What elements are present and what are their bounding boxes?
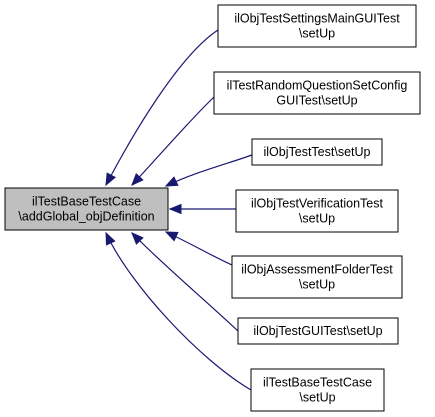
arrow-head-5: [164, 231, 179, 242]
caller-node-4[interactable]: ilObjTestVerificationTest\setUp: [235, 189, 399, 233]
arrow-head-6: [131, 232, 144, 245]
target-node: ilTestBaseTestCase\addGlobal_objDefiniti…: [4, 187, 169, 231]
caller-node-6-label-line-1: ilObjTestGUITest\setUp: [253, 324, 382, 338]
call-edge-7: [105, 232, 252, 391]
caller-node-1[interactable]: ilObjTestSettingsMainGUITest\setUp: [217, 4, 417, 48]
arrow-head-4: [168, 203, 182, 215]
caller-node-6-box: [237, 317, 399, 345]
call-edge-1: [105, 29, 219, 186]
arrow-head-1: [105, 172, 117, 187]
caller-node-3-box: [251, 138, 383, 166]
arrow-head-7: [105, 231, 116, 246]
caller-node-3[interactable]: ilObjTestTest\setUp: [251, 138, 383, 166]
caller-node-2-box: [213, 71, 421, 115]
call-edge-6: [131, 232, 239, 332]
caller-node-1-label-line-1: ilObjTestSettingsMainGUITest: [234, 12, 400, 26]
caller-node-5-box: [231, 255, 403, 299]
caller-node-5[interactable]: ilObjAssessmentFolderTest\setUp: [231, 255, 403, 299]
call-edge-3: [165, 154, 253, 187]
caller-node-4-box: [235, 189, 399, 233]
caller-node-7-label-line-2: \setUp: [299, 391, 335, 405]
graph-nodes: ilTestBaseTestCase\addGlobal_objDefiniti…: [4, 4, 421, 412]
caller-node-7[interactable]: ilTestBaseTestCase\setUp: [250, 368, 385, 412]
call-edges: [105, 29, 253, 391]
caller-node-5-label-line-2: \setUp: [299, 278, 335, 292]
caller-node-5-label-line-1: ilObjAssessmentFolderTest: [241, 263, 393, 277]
target-node-box: [4, 187, 169, 231]
target-node-label-line-1: ilTestBaseTestCase: [32, 195, 141, 209]
caller-node-6[interactable]: ilObjTestGUITest\setUp: [237, 317, 399, 345]
caller-node-7-label-line-1: ilTestBaseTestCase: [263, 376, 372, 390]
caller-node-1-label-line-2: \setUp: [299, 27, 335, 41]
caller-node-4-label-line-1: ilObjTestVerificationTest: [251, 197, 384, 211]
arrow-head-2: [131, 173, 144, 186]
caller-node-2[interactable]: ilTestRandomQuestionSetConfigGUITest\set…: [213, 71, 421, 115]
caller-node-4-label-line-2: \setUp: [299, 212, 335, 226]
caller-node-2-label-line-2: GUITest\setUp: [276, 94, 357, 108]
caller-node-2-label-line-1: ilTestRandomQuestionSetConfig: [227, 79, 408, 93]
caller-node-7-box: [250, 368, 385, 412]
caller-node-3-label-line-1: ilObjTestTest\setUp: [264, 145, 371, 159]
target-node-label-line-2: \addGlobal_objDefinition: [18, 210, 154, 224]
call-edge-2: [131, 96, 215, 186]
caller-node-1-box: [217, 4, 417, 48]
arrow-head-3: [164, 176, 179, 187]
